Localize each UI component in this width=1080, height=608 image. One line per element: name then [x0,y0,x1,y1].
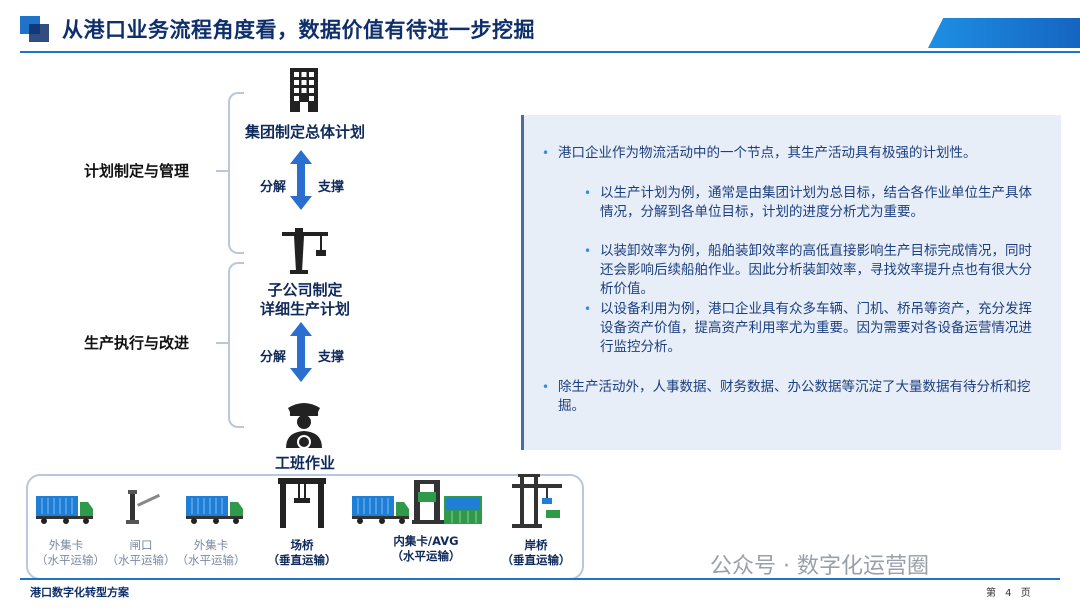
plan-label: 计划制定与管理 [84,162,190,180]
truck-icon [36,496,93,524]
bullet-main-1-text: 港口企业作为物流活动中的一个节点，其生产活动具有极强的计划性。 [558,145,977,161]
container-icon [444,496,482,524]
header-divider [20,51,1080,53]
bullet-sub-3: • 以设备利用为例，港口企业具有众多车辆、门机、桥吊等资产，充分发挥设备资产价值… [584,300,1038,357]
gate-icon [126,490,161,524]
footer-divider [20,578,1060,580]
bullet-main-2: • 除生产活动外，人事数据、财务数据、办公数据等沉淀了大量数据有待分析和挖掘。 [542,378,1044,416]
process-label-inner-truck: 内集卡/AVG（水平运输） [391,534,461,563]
bullet-sub-1: • 以生产计划为例，通常是由集团计划为总目标，结合各作业单位生产具体情况，分解到… [584,184,1038,222]
arrow2-support-label: 支撑 [318,350,345,365]
arrow1-decompose-label: 分解 [260,180,287,195]
crew-work-label: 工班作业 [274,454,335,472]
description-panel [523,115,1061,450]
bullet-sub-2-text: 以装卸效率为例，船舶装卸效率的高低直接影响生产目标完成情况，同时还会影响后续船舶… [600,243,1032,297]
plan-bracket-stem [216,170,228,172]
bullet-main-2-text: 除生产活动外，人事数据、财务数据、办公数据等沉淀了大量数据有待分析和挖掘。 [558,379,1031,414]
double-arrow-icon [290,322,312,382]
process-label-ext-truck-1: 外集卡（水平运输） [36,538,105,567]
reach-stacker-icon [412,480,444,524]
worker-icon [286,403,322,448]
page-number: 第 4 页 [986,588,1034,599]
arrow1-support-label: 支撑 [318,180,345,195]
bullet-dot-icon: • [584,244,592,258]
arrow2-decompose-label: 分解 [260,350,287,365]
header-accent-bar [928,18,1080,48]
crane-icon [282,228,328,274]
panel-left-rule [521,115,524,450]
truck-icon [352,496,409,524]
exec-bracket-stem [216,342,228,344]
bullet-sub-3-text: 以设备利用为例，港口企业具有众多车辆、门机、桥吊等资产，充分发挥设备资产价值，提… [600,301,1032,355]
page-title: 从港口业务流程角度看，数据价值有待进一步挖掘 [62,18,535,42]
exec-bracket [228,262,244,428]
process-label-quay-crane: 岸桥（垂直运输） [501,538,571,567]
group-plan-label: 集团制定总体计划 [244,123,365,141]
watermark: 公众号 · 数字化运营圈 [710,554,929,579]
plan-bracket [228,92,244,254]
subsidiary-plan-label-1: 子公司制定 [267,281,343,299]
footer-title: 港口数字化转型方案 [30,586,129,599]
bullet-sub-2: • 以装卸效率为例，船舶装卸效率的高低直接影响生产目标完成情况，同时还会影响后续… [584,242,1038,299]
subsidiary-plan-label-2: 详细生产计划 [259,300,350,318]
quay-crane-icon [512,474,562,528]
bullet-dot-icon: • [584,302,592,316]
process-label-yard-crane: 场桥（垂直运输） [267,538,337,567]
bullet-main-1: • 港口企业作为物流活动中的一个节点，其生产活动具有极强的计划性。 [542,144,1058,163]
double-arrow-icon [290,150,312,210]
yard-crane-icon [278,478,326,528]
bullet-dot-icon: • [542,380,550,394]
exec-label: 生产执行与改进 [84,334,190,352]
truck-icon [186,496,243,524]
building-icon [290,68,318,112]
bullet-sub-1-text: 以生产计划为例，通常是由集团计划为总目标，结合各作业单位生产具体情况，分解到各单… [600,185,1032,220]
bullet-dot-icon: • [584,186,592,200]
bullet-dot-icon: • [542,146,550,160]
header-logo-icon [20,16,49,42]
process-label-gate: 闸口（水平运输） [106,538,176,567]
process-label-ext-truck-2: 外集卡（水平运输） [176,538,246,567]
